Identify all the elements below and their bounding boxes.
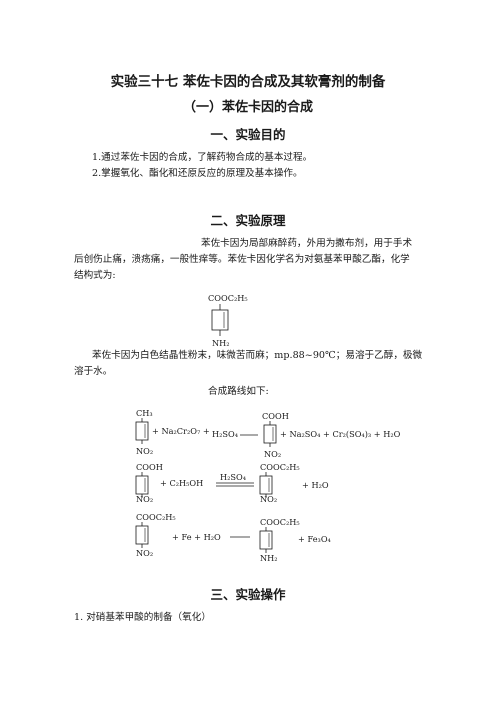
page-title: 实验三十七 苯佐卡因的合成及其软膏剂的制备	[110, 74, 386, 90]
page-subtitle: （一）苯佐卡因的合成	[182, 100, 313, 115]
rxn1-start-bottom: NO₂	[136, 446, 153, 456]
rxn2-start-bottom: NO₂	[136, 494, 153, 504]
rxn2-reagent: + C₂H₅OH	[160, 478, 203, 488]
section-heading-principle: 二、实验原理	[210, 213, 286, 228]
rxn3-product-top: COOC₂H₅	[260, 517, 300, 527]
rxn3-start-bottom: NO₂	[136, 548, 153, 558]
rxn2-catalyst: H₂SO₄	[220, 472, 247, 482]
reaction-scheme: CH₃ NO₂ + Na₂Cr₂O₇ + H₂SO₄ COOH NO₂ + Na…	[135, 408, 401, 563]
section-heading-procedure: 三、实验操作	[210, 587, 286, 602]
benzene-ring	[211, 309, 229, 331]
rxn1-reagents-b: H₂SO₄	[212, 429, 239, 439]
objective-item-1: 1.通过苯佐卡因的合成，了解药物合成的基本过程。	[92, 152, 313, 163]
principle-para1-line3: 结构式为:	[74, 270, 116, 281]
section-heading-objectives: 一、实验目的	[210, 127, 286, 142]
rxn1-start-top: CH₃	[136, 408, 153, 418]
principle-para2-line2: 溶于水。	[74, 366, 113, 377]
rxn2-product-bottom: NO₂	[260, 494, 277, 504]
reaction-1: CH₃ NO₂ + Na₂Cr₂O₇ + H₂SO₄ COOH NO₂ + Na…	[135, 408, 401, 459]
rxn1-product-bottom: NO₂	[264, 449, 281, 459]
route-label: 合成路线如下:	[208, 386, 269, 397]
objective-item-2: 2.掌握氧化、酯化和还原反应的原理及基本操作。	[92, 168, 303, 179]
rxn3-start-top: COOC₂H₅	[136, 512, 176, 522]
rxn3-product-bottom: NH₂	[260, 553, 278, 563]
benzocaine-structure: COOC₂H₅ NH₂	[208, 293, 248, 348]
structure-top-group: COOC₂H₅	[208, 293, 248, 303]
rxn1-reagents-a: + Na₂Cr₂O₇ +	[152, 426, 210, 436]
reaction-3: COOC₂H₅ NO₂ + Fe + H₂O COOC₂H₅ NH₂ + Fe₃…	[135, 512, 332, 563]
rxn1-product-top: COOH	[262, 411, 289, 421]
principle-para2-line1: 苯佐卡因为白色结晶性粉末，味微苦而麻；mp.88~90℃；易溶于乙醇，极微	[92, 350, 423, 361]
structure-bottom-group: NH₂	[212, 338, 230, 348]
rxn1-byproducts: + Na₂SO₄ + Cr₂(SO₄)₃ + H₂O	[280, 429, 401, 439]
reaction-2: COOH NO₂ + C₂H₅OH H₂SO₄ COOC₂H₅ NO₂ + H₂…	[135, 462, 329, 504]
rxn3-reagents: + Fe + H₂O	[172, 532, 221, 542]
principle-para1-line2: 后创伤止痛，溃疡痛，一般性痒等。苯佐卡因化学名为对氨基苯甲酸乙酯，化学	[74, 254, 410, 265]
rxn3-byproduct: + Fe₃O₄	[298, 534, 332, 544]
rxn2-product-top: COOC₂H₅	[260, 462, 300, 472]
rxn2-byproduct: + H₂O	[302, 480, 329, 490]
rxn2-start-top: COOH	[136, 462, 163, 472]
principle-para1-line1: 苯佐卡因为局部麻醉药，外用为撒布剂，用于手术	[201, 238, 413, 249]
procedure-item-1: 1. 对硝基苯甲酸的制备（氧化）	[74, 612, 211, 623]
